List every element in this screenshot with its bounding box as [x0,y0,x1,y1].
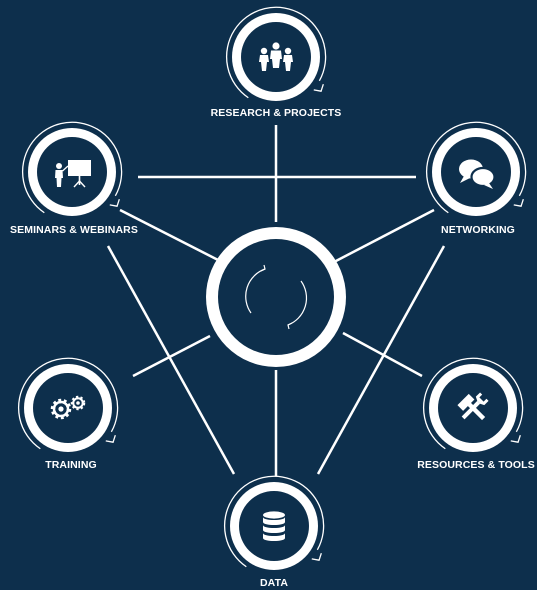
node-label-research: RESEARCH & PROJECTS [210,107,342,119]
arc-arrowhead [510,434,521,443]
presentation-icon [55,160,91,188]
node-arc [224,475,325,568]
node-label-networking: NETWORKING [441,224,515,236]
arc-arrowhead [105,434,116,443]
arc-arrowhead [513,198,524,207]
arc-arrowhead [311,552,322,561]
node-resources[interactable] [423,357,524,452]
node-seminars[interactable] [22,121,123,216]
node-label-data: DATA [259,577,289,589]
arc-arrowhead [313,83,324,92]
node-label-seminars: SEMINARS & WEBINARS [10,224,138,236]
node-arc [423,357,524,450]
connector-seminars-hub [119,208,223,264]
node-label-training: TRAINING [45,459,97,471]
cycle-arrows-icon [245,264,308,330]
connector-resources-hub [342,331,423,378]
node-label-resources: RESOURCES & TOOLS [417,459,535,471]
connector-seminars-data [106,245,236,475]
node-arc [426,121,527,214]
arc-arrowhead [109,198,120,207]
hammer-wrench-icon [457,392,489,421]
node-training[interactable] [18,357,119,452]
connector-networking-data [316,245,446,475]
hub-node [206,227,346,367]
hub-center [218,239,334,355]
connector-networking-hub [333,208,435,264]
gears-icon [50,395,86,420]
database-icon [263,511,285,541]
chat-bubbles-icon [459,159,496,189]
node-arc [226,6,327,99]
node-networking[interactable] [426,121,527,216]
node-data[interactable] [224,475,325,570]
node-research[interactable] [226,6,327,101]
connector-training-hub [132,334,211,378]
node-arc [22,121,123,214]
connector-lines [106,125,446,476]
node-arc [18,357,119,450]
people-group-icon [259,42,293,71]
